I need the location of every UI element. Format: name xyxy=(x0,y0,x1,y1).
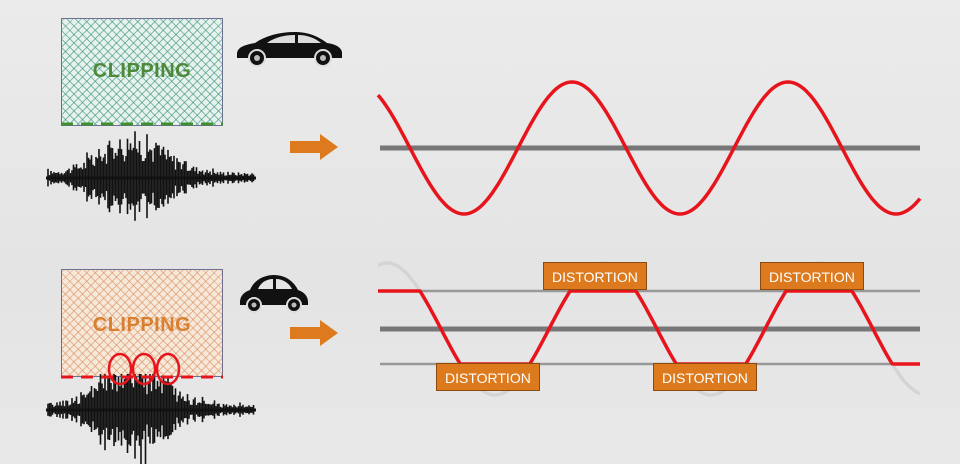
sports-car-icon xyxy=(237,32,342,67)
distortion-label: DISTORTION xyxy=(436,363,540,391)
clipping-label-bottom: CLIPPING xyxy=(92,313,192,336)
arrow-right-icon-top xyxy=(290,134,338,160)
audio-waveform-top xyxy=(46,131,256,221)
distortion-label: DISTORTION xyxy=(543,262,647,290)
clipping-label-top: CLIPPING xyxy=(92,59,192,82)
sine-wave-chart-top xyxy=(376,80,922,216)
distortion-label: DISTORTION xyxy=(760,262,864,290)
sine-wave-top xyxy=(376,80,922,216)
distortion-label: DISTORTION xyxy=(653,363,757,391)
beetle-car-icon xyxy=(240,275,308,313)
audio-waveform-bottom xyxy=(46,374,256,464)
arrow-right-icon-bottom xyxy=(290,320,338,346)
clipping-box-top: CLIPPING xyxy=(61,18,223,126)
